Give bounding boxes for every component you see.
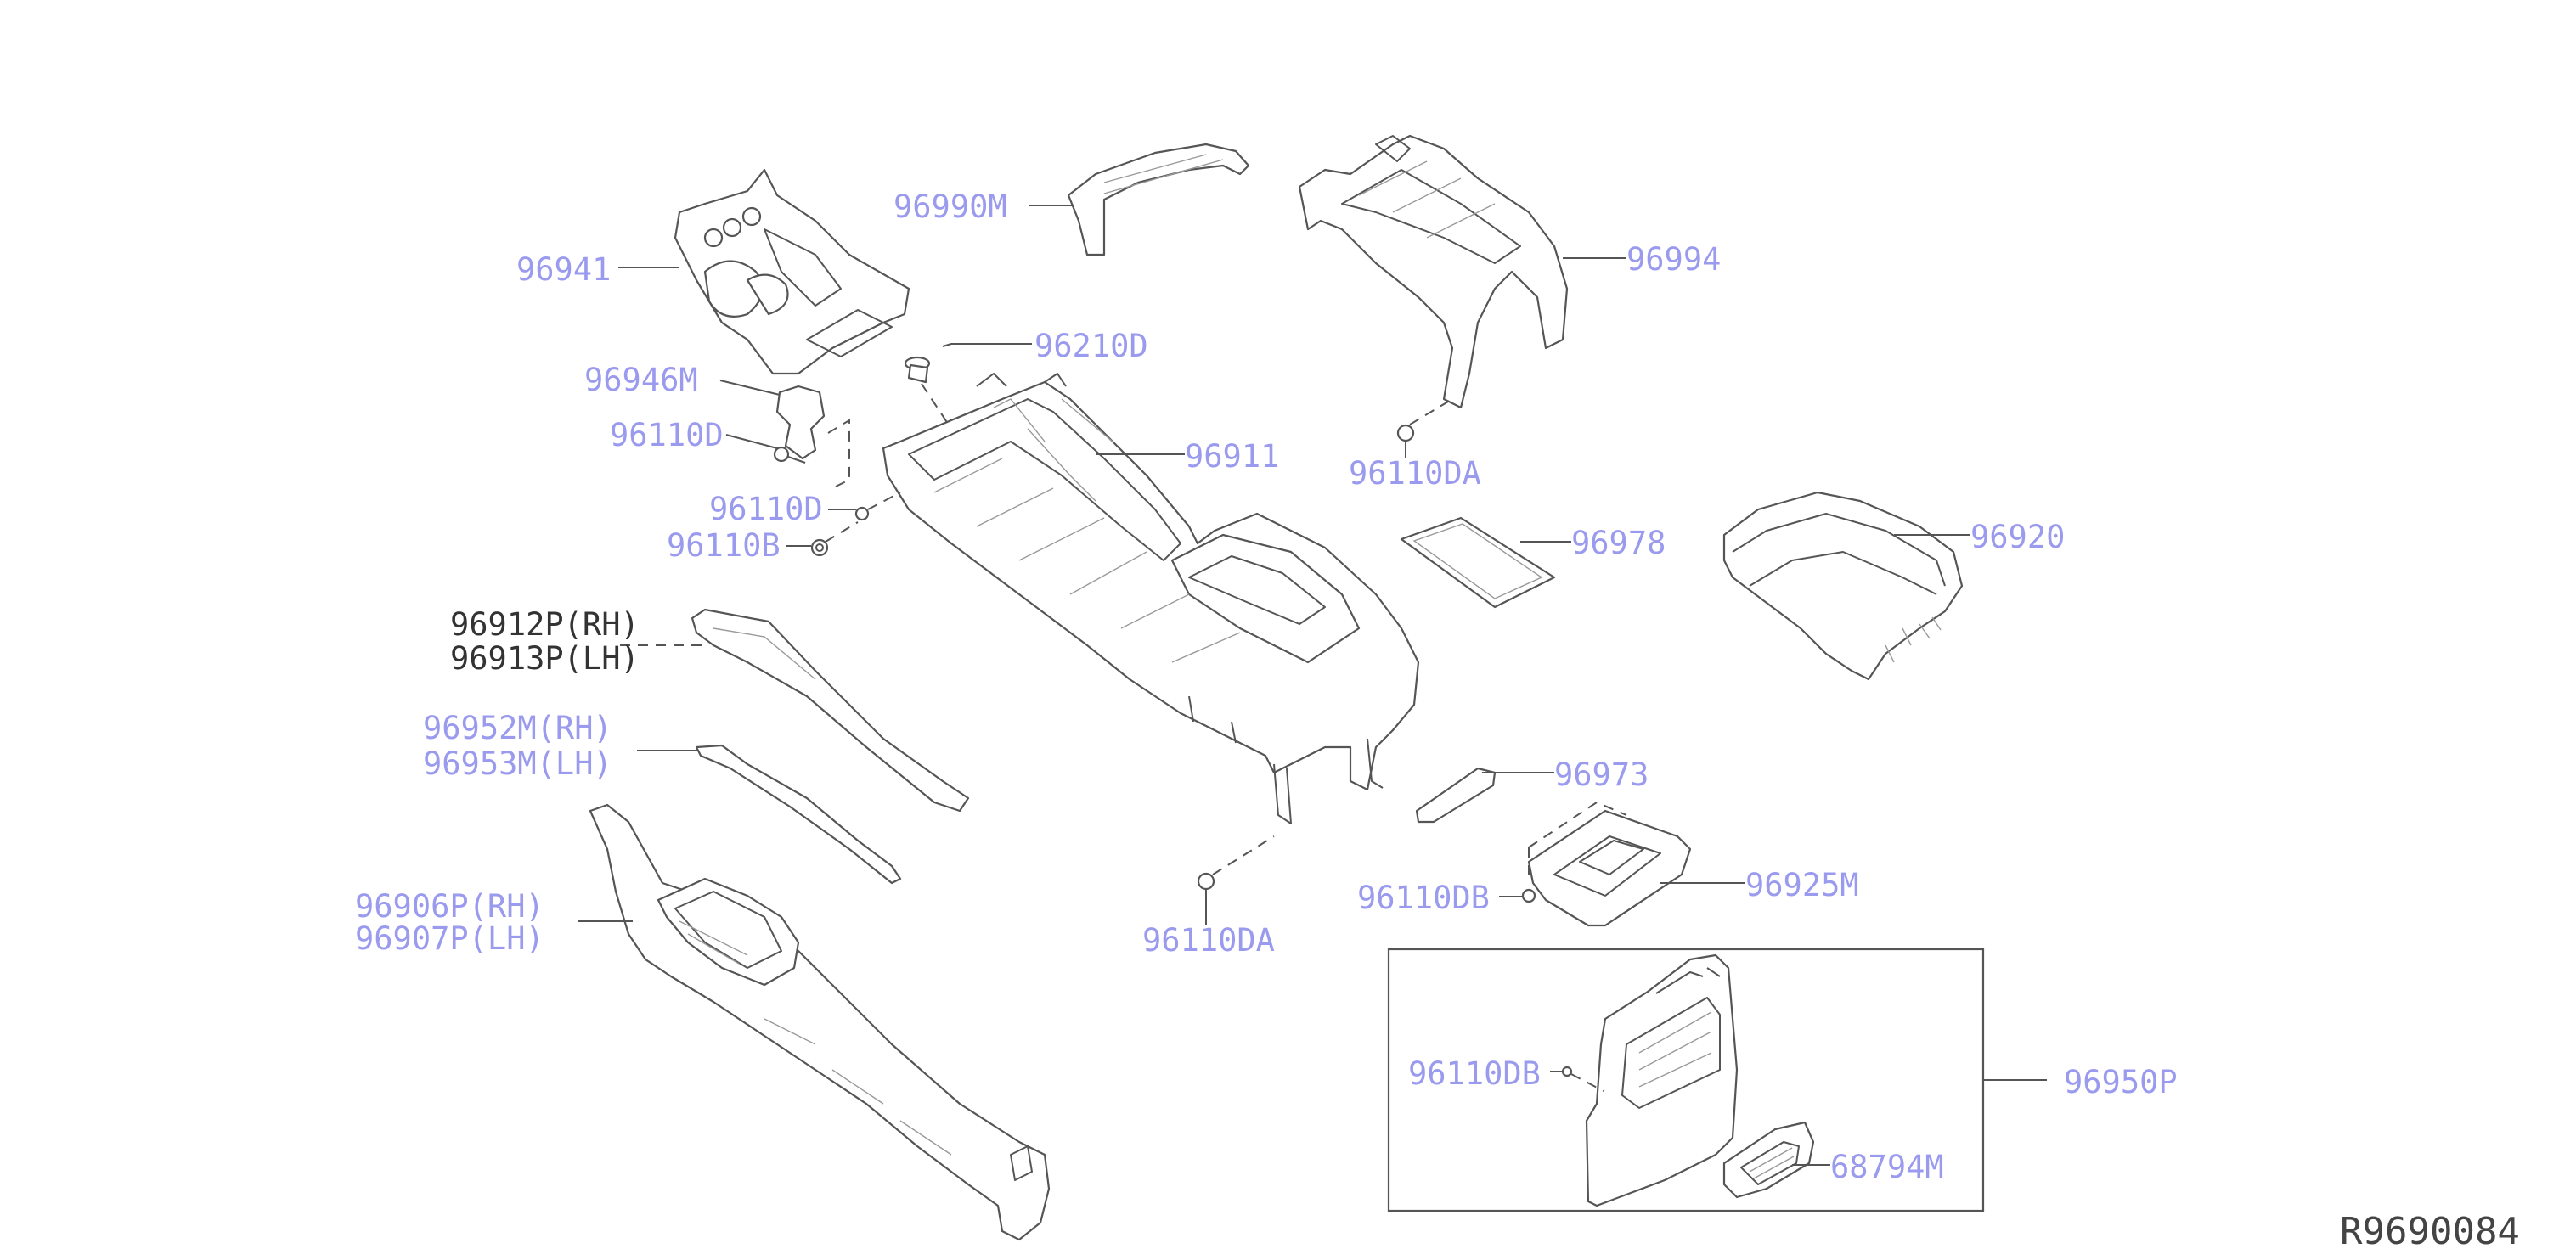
callout-96913P-lh[interactable]: 96913P(LH): [450, 640, 640, 677]
callout-96110DB-box[interactable]: 96110DB: [1408, 1055, 1541, 1092]
part-96920-armrest-lid[interactable]: [1722, 491, 1964, 681]
callout-96946M[interactable]: 96946M: [584, 362, 698, 398]
part-96994-frame[interactable]: [1298, 134, 1569, 409]
part-96990M-bracket[interactable]: [1067, 143, 1250, 256]
callout-96110DB-tray[interactable]: 96110DB: [1357, 880, 1490, 916]
callout-96925M[interactable]: 96925M: [1745, 867, 1859, 903]
callout-96941[interactable]: 96941: [516, 251, 611, 288]
part-96906P-side-panel[interactable]: [589, 803, 1051, 1241]
part-96110DB-screw-tray[interactable]: [1521, 888, 1536, 903]
callout-96110B[interactable]: 96110B: [667, 527, 781, 564]
part-96925M-tray[interactable]: [1527, 801, 1692, 927]
part-96941-finisher[interactable]: [674, 168, 910, 375]
callout-96994[interactable]: 96994: [1626, 241, 1721, 278]
callout-96912P-rh[interactable]: 96912P(RH): [450, 606, 640, 643]
part-68794M-outlet[interactable]: [1722, 1121, 1815, 1199]
callout-96920[interactable]: 96920: [1970, 519, 2065, 555]
callout-96110DA-top[interactable]: 96110DA: [1349, 455, 1481, 492]
part-96912P-side-garnish[interactable]: [691, 608, 970, 813]
leader-96110D-upper: [725, 434, 778, 449]
part-96952M-strip[interactable]: [695, 744, 902, 885]
diagram-code: R9690084: [2340, 1210, 2520, 1253]
part-96110DA-bolt-lower[interactable]: [1197, 835, 1275, 925]
callout-96990M[interactable]: 96990M: [893, 188, 1007, 225]
callout-68794M[interactable]: 68794M: [1830, 1149, 1944, 1185]
callout-96110D-upper[interactable]: 96110D: [610, 417, 724, 453]
callout-96911[interactable]: 96911: [1185, 438, 1279, 475]
part-96950P-rear-finisher[interactable]: [1585, 953, 1739, 1207]
callout-96953M-lh[interactable]: 96953M(LH): [423, 745, 612, 782]
part-96110DA-bolt-top[interactable]: [1396, 398, 1453, 458]
callout-96906P-rh[interactable]: 96906P(RH): [355, 888, 544, 925]
part-96110D-screw-upper[interactable]: [773, 419, 850, 489]
callout-96950P[interactable]: 96950P: [2064, 1064, 2178, 1100]
callout-96973[interactable]: 96973: [1554, 757, 1649, 793]
callout-96110D-lower[interactable]: 96110D: [709, 491, 823, 527]
part-96110B-nut[interactable]: [810, 521, 859, 557]
part-96911-console-body[interactable]: [882, 373, 1420, 824]
part-96973-pad[interactable]: [1415, 767, 1497, 824]
part-96110D-screw-lower[interactable]: [854, 492, 901, 521]
callout-96210D[interactable]: 96210D: [1034, 328, 1148, 364]
part-96978-mat[interactable]: [1400, 516, 1556, 609]
part-96946M-bracket[interactable]: [775, 385, 826, 460]
callout-96907P-lh[interactable]: 96907P(LH): [355, 920, 544, 957]
callout-96952M-rh[interactable]: 96952M(RH): [423, 710, 612, 746]
callout-96110DA-lower[interactable]: 96110DA: [1142, 922, 1275, 959]
leader-96946M: [719, 380, 781, 396]
callout-96978[interactable]: 96978: [1571, 525, 1666, 561]
